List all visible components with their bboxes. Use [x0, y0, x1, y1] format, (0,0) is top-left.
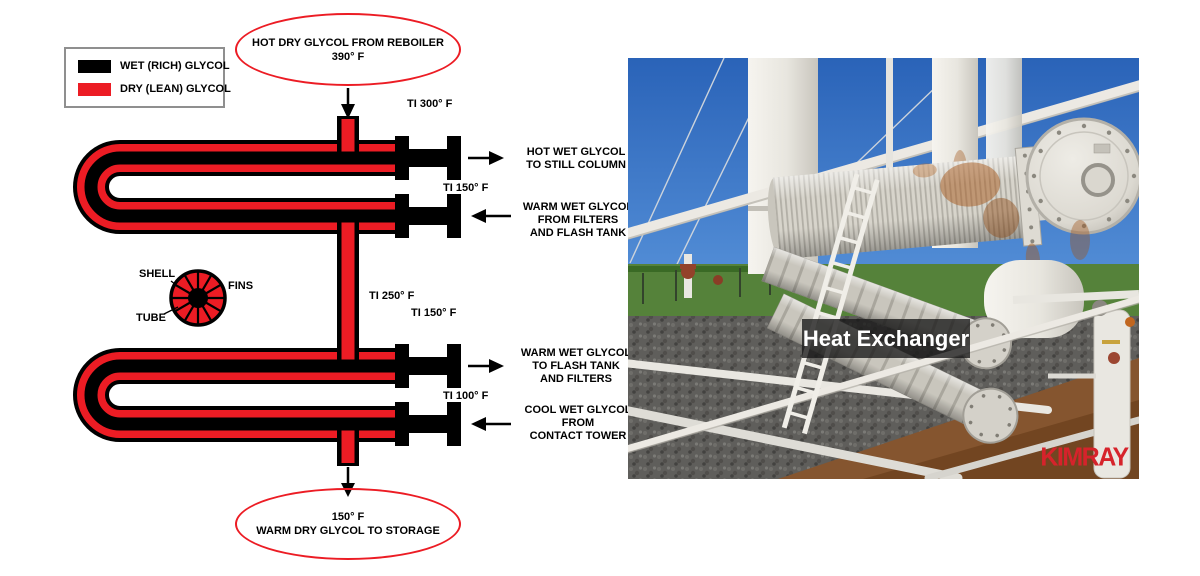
upper-coil-tube	[84, 151, 400, 223]
inlet-pipe	[337, 116, 359, 162]
arrow-down-inlet	[341, 88, 355, 119]
warm-wet-glycol-in-label: WARM WET GLYCOL FROM FILTERS AND FLASH T…	[522, 201, 634, 239]
legend-item-wet: WET (RICH) GLYCOL	[78, 58, 230, 75]
legend-label: WET (RICH) GLYCOL	[120, 60, 230, 72]
arrow-left-warm-wet-in	[471, 209, 511, 223]
oval-line: HOT DRY GLYCOL FROM REBOILER	[252, 36, 444, 49]
arrow-right-hot-wet	[468, 151, 504, 165]
outlet-pipe	[337, 420, 359, 466]
field-wellhead	[680, 254, 723, 298]
legend-item-dry: DRY (LEAN) GLYCOL	[78, 81, 231, 98]
ti-150-upper-label: TI 150° F	[443, 182, 489, 194]
diagonal-rail-pipe	[628, 295, 1139, 454]
tube-cross-section	[163, 269, 227, 327]
lower-coil	[73, 348, 400, 442]
arrow-left-cool-wet-in	[471, 417, 511, 431]
nozzle-cool-wet-in	[395, 402, 461, 446]
nozzle-hot-wet-out	[395, 136, 461, 180]
ti-250-label: TI 250° F	[369, 290, 415, 302]
wet-glycol-swatch	[78, 60, 111, 73]
hot-wet-glycol-label: HOT WET GLYCOL TO STILL COLUMN	[526, 146, 626, 171]
exchanger-end-cap	[1025, 117, 1139, 260]
warm-wet-glycol-out-label: WARM WET GLYCOL TO FLASH TANK AND FILTER…	[520, 347, 632, 385]
photo-caption: Heat Exchanger	[802, 319, 970, 358]
middle-pipe	[337, 210, 359, 372]
nozzle-warm-wet-in	[395, 194, 461, 238]
oval-line: WARM DRY GLYCOL TO STORAGE	[256, 525, 440, 537]
shell-label: SHELL	[139, 268, 176, 280]
storage-destination-oval: 150° F WARM DRY GLYCOL TO STORAGE	[235, 488, 461, 560]
upper-coil	[73, 140, 400, 234]
diagonal-pipe-upper	[628, 80, 1139, 240]
ti-300-label: TI 300° F	[407, 98, 453, 110]
cool-wet-glycol-in-label: COOL WET GLYCOL FROM CONTACT TOWER	[524, 404, 632, 442]
legend-label: DRY (LEAN) GLYCOL	[120, 83, 231, 95]
kimray-logo: KIMRAY INC	[1034, 444, 1134, 479]
heat-exchanger-schematic	[73, 88, 511, 497]
arrow-right-warm-wet-out	[468, 359, 504, 373]
photo-scene	[628, 58, 1139, 479]
ti-100-label: TI 100° F	[443, 390, 489, 402]
ti-150-mid-label: TI 150° F	[411, 307, 457, 319]
fins-label: FINS	[228, 280, 254, 292]
tube-label: TUBE	[136, 312, 166, 324]
oval-line: 150° F	[331, 511, 365, 523]
heat-exchanger-photo: Heat Exchanger KIMRAY INC	[628, 58, 1139, 479]
nozzle-warm-wet-out	[395, 344, 461, 388]
lower-coil-tube	[84, 359, 400, 431]
treeline	[628, 266, 793, 272]
oval-line: 390° F	[331, 50, 365, 63]
legend: WET (RICH) GLYCOL DRY (LEAN) GLYCOL	[64, 47, 231, 108]
dry-glycol-swatch	[78, 83, 111, 96]
reboiler-source-oval: HOT DRY GLYCOL FROM REBOILER 390° F	[235, 13, 461, 86]
